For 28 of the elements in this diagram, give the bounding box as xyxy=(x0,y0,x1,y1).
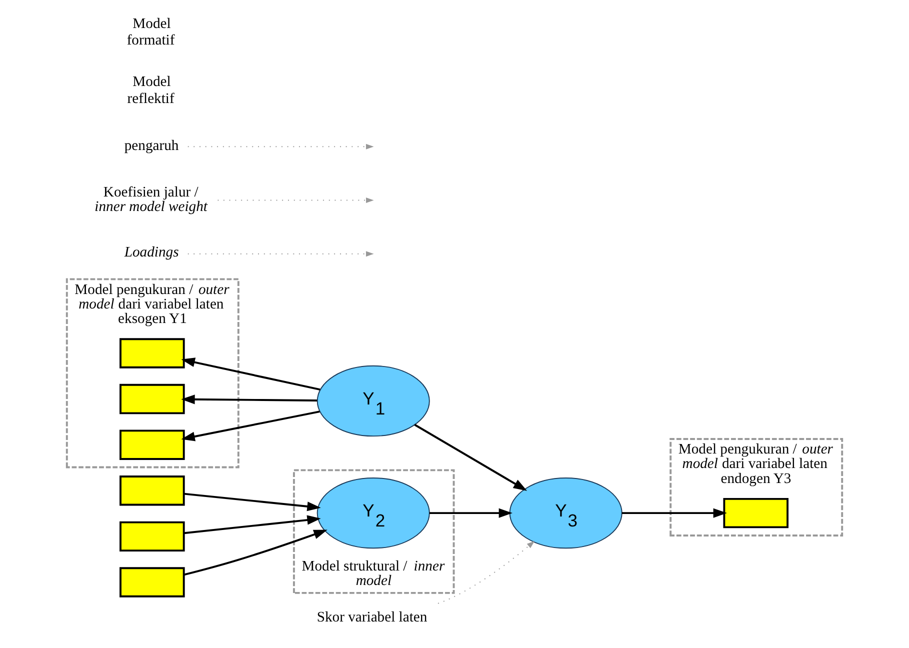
arrow xyxy=(438,540,535,604)
node-box xyxy=(120,338,185,368)
cluster: Model pengukuran / outer model dari variabel laten eksogen Y1 xyxy=(66,278,240,468)
node-box xyxy=(120,521,185,552)
cluster: Model pengukuran / outer model dari variabel laten endogen Y3 xyxy=(670,438,844,536)
arrow xyxy=(217,198,374,203)
node-text: pengaruh xyxy=(124,138,179,154)
arrow xyxy=(187,251,374,257)
arrow xyxy=(184,530,328,576)
arrow xyxy=(184,515,321,534)
arrow xyxy=(429,508,512,518)
arrow xyxy=(622,508,727,518)
label: Model formatif xyxy=(126,16,175,48)
arrow xyxy=(181,394,318,404)
arrow xyxy=(184,492,321,512)
node-box xyxy=(120,384,185,414)
node-box xyxy=(120,430,185,460)
node-text: Skor variabel laten xyxy=(316,610,428,626)
arrow xyxy=(414,424,528,491)
label: Model reflektif xyxy=(127,74,174,107)
node-text: Loadings xyxy=(124,244,179,260)
node-text: Koefisien jalur / inner model weight xyxy=(94,184,208,215)
node-box xyxy=(723,498,788,528)
node-box xyxy=(120,476,185,506)
arrow xyxy=(181,410,320,442)
arrow xyxy=(187,144,374,150)
arrow xyxy=(181,358,320,391)
node-box xyxy=(120,567,185,598)
